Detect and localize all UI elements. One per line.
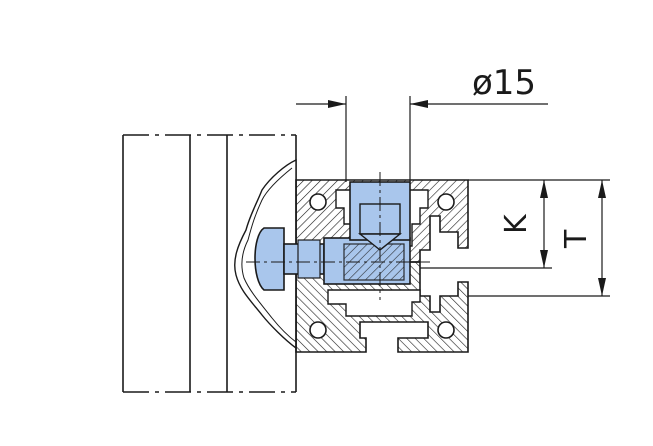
k-label: K (499, 213, 534, 234)
dimension-t (468, 180, 610, 297)
t-label: T (559, 229, 594, 249)
dimension-k (420, 179, 610, 269)
diameter-label: ø15 (472, 63, 536, 103)
dimension-diameter (296, 96, 548, 182)
connector-fastener (246, 172, 430, 300)
